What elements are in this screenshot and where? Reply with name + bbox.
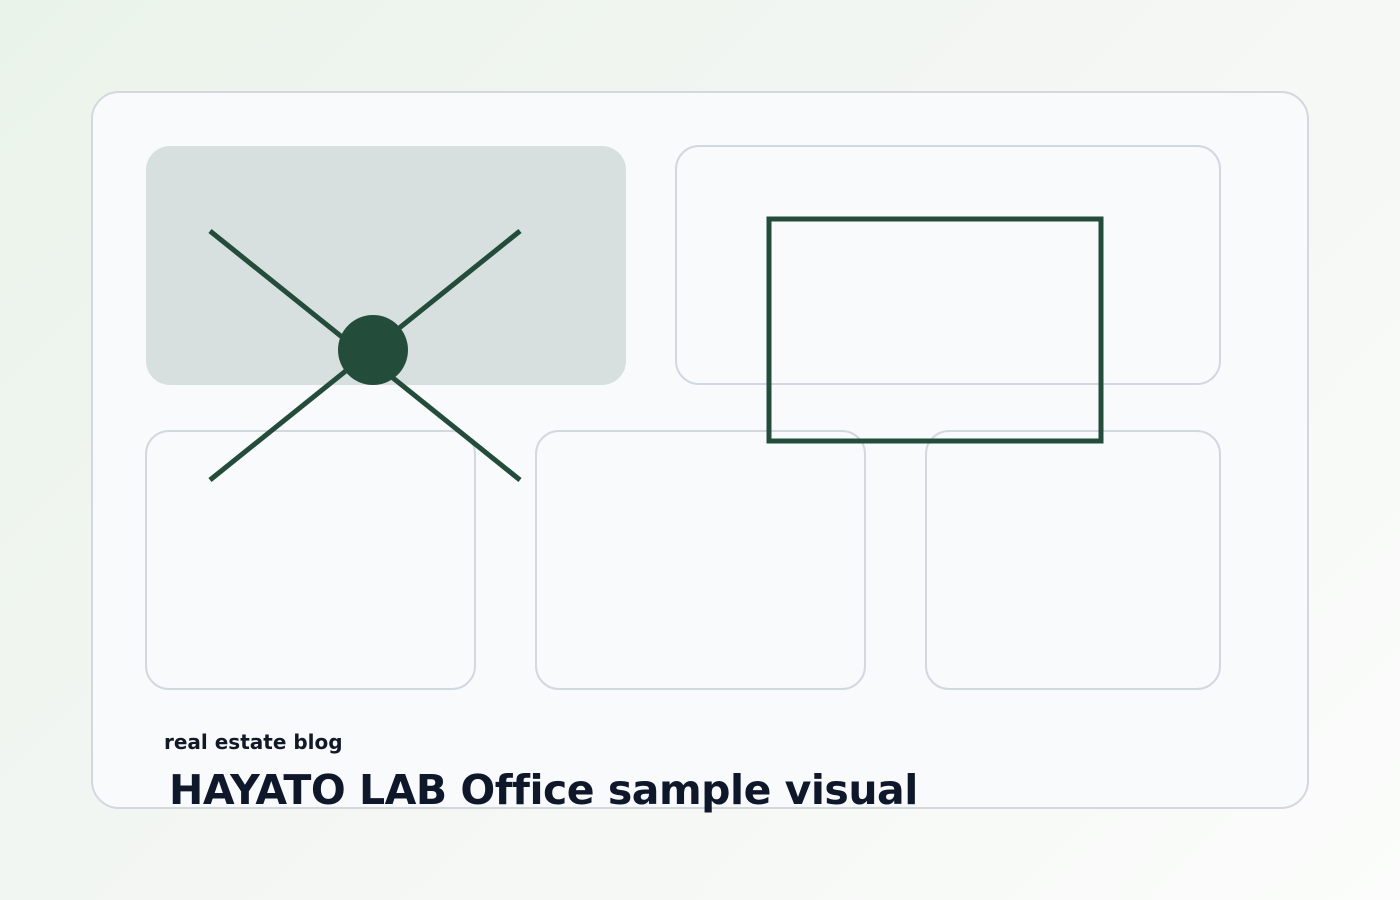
tile-top-left [146, 146, 626, 385]
tile-bottom-right [925, 430, 1221, 690]
tile-bottom-center [535, 430, 866, 690]
page-title: HAYATO LAB Office sample visual [169, 766, 918, 814]
tile-bottom-left [145, 430, 476, 690]
tile-top-right [675, 145, 1221, 385]
category-label: real estate blog [164, 730, 343, 754]
